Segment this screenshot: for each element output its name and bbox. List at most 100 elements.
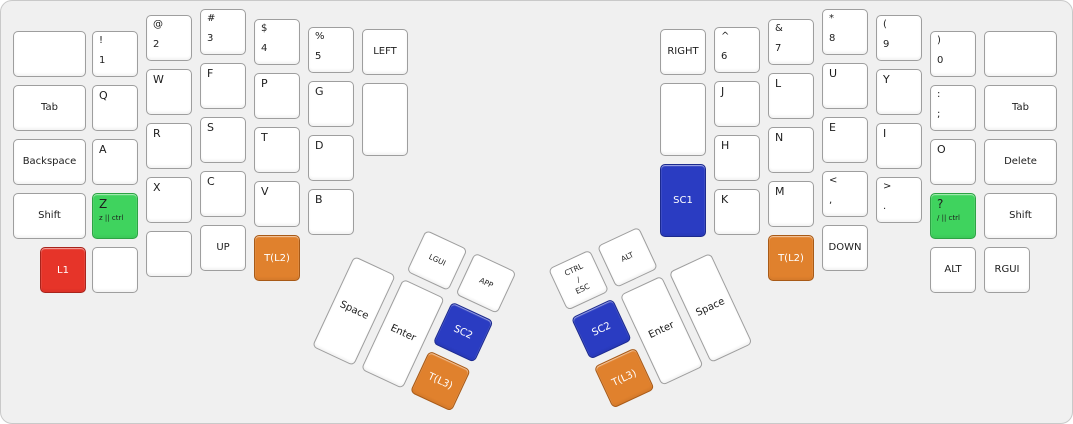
- key-r-label-0: R: [153, 127, 161, 140]
- key-down-arrow[interactable]: DOWN: [822, 225, 868, 271]
- key-p-label-0: P: [261, 77, 268, 90]
- key-l-label-0: L: [775, 77, 782, 90]
- key-x-label-0: X: [153, 181, 161, 194]
- key-q[interactable]: Q: [92, 85, 138, 131]
- key-t-l2-right[interactable]: T(L2): [768, 235, 814, 281]
- key-alt-right-label-0: ALT: [944, 264, 962, 275]
- key-f[interactable]: F: [200, 63, 246, 109]
- key-t-l3-right[interactable]: T(L3): [593, 347, 655, 409]
- key-at-2[interactable]: @2: [146, 15, 192, 61]
- key-question-ctrl-label-1: / || ctrl: [937, 214, 960, 222]
- key-lgui[interactable]: LGUI: [406, 229, 468, 291]
- key-t-l3-left[interactable]: T(L3): [409, 350, 471, 412]
- key-s[interactable]: S: [200, 117, 246, 163]
- key-p[interactable]: P: [254, 73, 300, 119]
- key-at-2-label-1: 2: [153, 39, 160, 50]
- key-b-label-0: B: [315, 193, 323, 206]
- key-amp-7-label-1: 7: [775, 43, 782, 54]
- key-m[interactable]: M: [768, 181, 814, 227]
- key-question-ctrl[interactable]: ?/ || ctrl: [930, 193, 976, 239]
- key-blank-left-inner-tall[interactable]: [362, 83, 408, 156]
- key-ctrl-esc[interactable]: CTRL/ESC: [548, 249, 610, 311]
- key-a[interactable]: A: [92, 139, 138, 185]
- key-gt-period-label-0: >: [883, 181, 892, 192]
- key-sc1[interactable]: SC1: [660, 164, 706, 237]
- key-i[interactable]: I: [876, 123, 922, 169]
- key-t-label-0: T: [261, 131, 268, 144]
- key-dollar-4[interactable]: $4: [254, 19, 300, 65]
- key-n[interactable]: N: [768, 127, 814, 173]
- key-blank-left-bottom-2[interactable]: [146, 231, 192, 277]
- key-backspace[interactable]: Backspace: [13, 139, 86, 185]
- key-t-l2-left[interactable]: T(L2): [254, 235, 300, 281]
- key-u[interactable]: U: [822, 63, 868, 109]
- key-exclaim-1[interactable]: !1: [92, 31, 138, 77]
- key-up-arrow-label-0: UP: [216, 242, 230, 253]
- key-sc2-right[interactable]: SC2: [570, 298, 632, 360]
- key-r[interactable]: R: [146, 123, 192, 169]
- key-rparen-0[interactable]: )0: [930, 31, 976, 77]
- key-x[interactable]: X: [146, 177, 192, 223]
- key-sc2-left-label-0: SC2: [451, 322, 475, 342]
- key-right-arrow[interactable]: RIGHT: [660, 29, 706, 75]
- key-enter-right-label-0: Enter: [647, 319, 677, 341]
- key-l1-label-0: L1: [57, 264, 69, 276]
- key-blank-right-inner-tall[interactable]: [660, 83, 706, 156]
- key-alt-thumb[interactable]: ALT: [596, 226, 659, 288]
- key-app[interactable]: APP: [455, 252, 517, 314]
- key-sc2-left[interactable]: SC2: [432, 301, 494, 363]
- key-star-8[interactable]: *8: [822, 9, 868, 55]
- key-k[interactable]: K: [714, 189, 760, 235]
- key-j[interactable]: J: [714, 81, 760, 127]
- key-rgui-label-0: RGUI: [994, 264, 1020, 275]
- key-b[interactable]: B: [308, 189, 354, 235]
- key-sc1-label-0: SC1: [673, 195, 693, 206]
- key-delete[interactable]: Delete: [984, 139, 1057, 185]
- key-d[interactable]: D: [308, 135, 354, 181]
- key-rgui[interactable]: RGUI: [984, 247, 1030, 293]
- key-hash-3[interactable]: #3: [200, 9, 246, 55]
- key-t[interactable]: T: [254, 127, 300, 173]
- key-tab-right[interactable]: Tab: [984, 85, 1057, 131]
- key-percent-5[interactable]: %5: [308, 27, 354, 73]
- key-tab-left[interactable]: Tab: [13, 85, 86, 131]
- key-colon-semi[interactable]: :;: [930, 85, 976, 131]
- key-blank-right-outer-top[interactable]: [984, 31, 1057, 77]
- key-amp-7[interactable]: &7: [768, 19, 814, 65]
- key-blank-left-outer-top[interactable]: [13, 31, 86, 77]
- key-h[interactable]: H: [714, 135, 760, 181]
- key-w[interactable]: W: [146, 69, 192, 115]
- key-caret-6-label-0: ^: [721, 31, 730, 42]
- key-o[interactable]: O: [930, 139, 976, 185]
- key-t-l2-left-label-0: T(L2): [264, 252, 290, 264]
- key-l1[interactable]: L1: [40, 247, 86, 293]
- key-left-arrow[interactable]: LEFT: [362, 29, 408, 75]
- key-c[interactable]: C: [200, 171, 246, 217]
- key-g[interactable]: G: [308, 81, 354, 127]
- key-colon-semi-label-0: :: [937, 89, 941, 100]
- key-e[interactable]: E: [822, 117, 868, 163]
- key-shift-right[interactable]: Shift: [984, 193, 1057, 239]
- key-lt-comma[interactable]: <,: [822, 171, 868, 217]
- key-t-l3-right-label-0: T(L3): [610, 367, 639, 389]
- key-up-arrow[interactable]: UP: [200, 225, 246, 271]
- key-lparen-9[interactable]: (9: [876, 15, 922, 61]
- key-t-l2-right-label-0: T(L2): [778, 252, 804, 264]
- key-alt-right[interactable]: ALT: [930, 247, 976, 293]
- key-rparen-0-label-1: 0: [937, 55, 944, 66]
- key-y[interactable]: Y: [876, 69, 922, 115]
- key-gt-period[interactable]: >.: [876, 177, 922, 223]
- key-left-arrow-label-0: LEFT: [373, 46, 397, 57]
- key-v[interactable]: V: [254, 181, 300, 227]
- key-shift-left[interactable]: Shift: [13, 193, 86, 239]
- key-tab-right-label-0: Tab: [1012, 102, 1029, 113]
- key-star-8-label-1: 8: [829, 33, 836, 44]
- key-gt-period-label-1: .: [883, 201, 887, 212]
- key-caret-6[interactable]: ^6: [714, 27, 760, 73]
- key-blank-left-bottom-1[interactable]: [92, 247, 138, 293]
- key-z-ctrl-label-0: Z: [99, 197, 108, 211]
- key-l[interactable]: L: [768, 73, 814, 119]
